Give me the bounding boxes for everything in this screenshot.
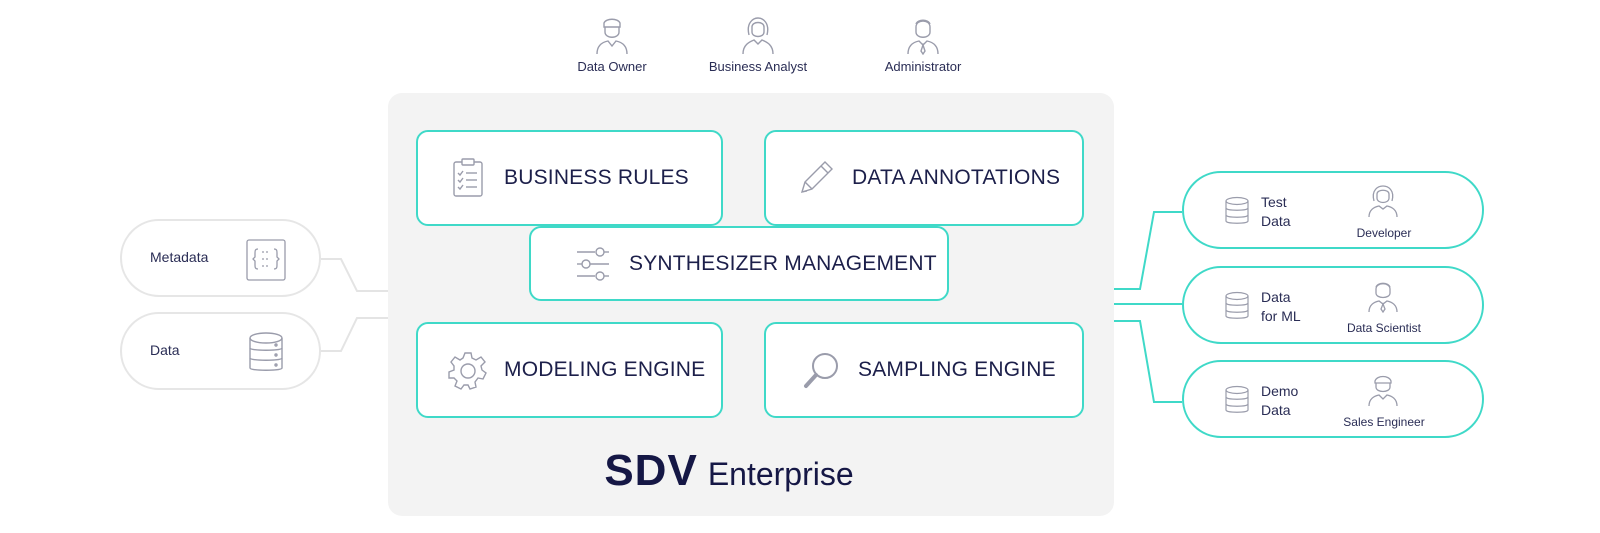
gear-icon	[448, 352, 487, 390]
clipboard-checklist-icon	[453, 158, 483, 197]
magnifier-icon	[804, 353, 838, 388]
user-tie-icon	[907, 19, 939, 55]
role-label: Administrator	[884, 59, 962, 74]
role-business-analyst: Business Analyst	[693, 15, 823, 74]
data-connector	[321, 317, 388, 352]
input-label: Data	[150, 342, 180, 358]
module-label: BUSINESS RULES	[504, 166, 689, 189]
output-connector-test	[1114, 211, 1182, 290]
output-label-line1: Demo	[1261, 383, 1299, 399]
module-business-rules[interactable]: BUSINESS RULES	[416, 130, 723, 226]
module-sampling-engine[interactable]: SAMPLING ENGINE	[764, 322, 1084, 418]
output-label-line1: Test	[1261, 194, 1287, 210]
role-label: Data Owner	[577, 59, 647, 74]
module-label: MODELING ENGINE	[504, 358, 706, 381]
module-synthesizer-management[interactable]: SYNTHESIZER MANAGEMENT	[529, 226, 949, 301]
user-female-icon	[742, 17, 774, 55]
persona-label: Sales Engineer	[1343, 415, 1425, 429]
module-label: SAMPLING ENGINE	[858, 358, 1056, 381]
output-data-for-ml: Data for ML Data Scientist	[1182, 266, 1484, 344]
output-demo-data: Demo Data Sales Engineer	[1182, 360, 1484, 438]
module-label: DATA ANNOTATIONS	[852, 166, 1061, 189]
output-connector-demo	[1114, 320, 1182, 403]
sliders-icon	[577, 246, 609, 281]
user-female-icon	[1368, 185, 1398, 218]
output-test-data: Test Data Developer	[1182, 171, 1484, 249]
input-metadata: Metadata	[120, 219, 321, 297]
input-label: Metadata	[150, 249, 209, 265]
output-label-line2: for ML	[1261, 308, 1301, 324]
brand-sdv: SDV	[604, 446, 698, 495]
persona-label: Developer	[1356, 226, 1412, 240]
user-icon	[1368, 375, 1398, 407]
pencil-icon	[800, 161, 833, 194]
role-administrator: Administrator	[858, 15, 988, 74]
brand-enterprise: Enterprise	[707, 456, 854, 492]
output-label-line2: Data	[1261, 213, 1291, 229]
role-data-owner: Data Owner	[547, 15, 677, 74]
metadata-connector	[321, 258, 388, 292]
database-icon	[249, 332, 283, 371]
module-data-annotations[interactable]: DATA ANNOTATIONS	[764, 130, 1084, 226]
role-label: Business Analyst	[708, 59, 808, 74]
json-braces-icon	[246, 239, 286, 281]
output-label-line2: Data	[1261, 402, 1291, 418]
database-icon	[1225, 196, 1249, 224]
database-icon	[1225, 291, 1249, 319]
persona-label: Data Scientist	[1346, 321, 1422, 335]
input-data: Data	[120, 312, 321, 390]
user-tie-icon	[1368, 282, 1398, 313]
module-modeling-engine[interactable]: MODELING ENGINE	[416, 322, 723, 418]
database-icon	[1225, 385, 1249, 413]
module-label: SYNTHESIZER MANAGEMENT	[629, 251, 937, 275]
output-label-line1: Data	[1261, 289, 1291, 305]
user-icon	[596, 18, 628, 55]
